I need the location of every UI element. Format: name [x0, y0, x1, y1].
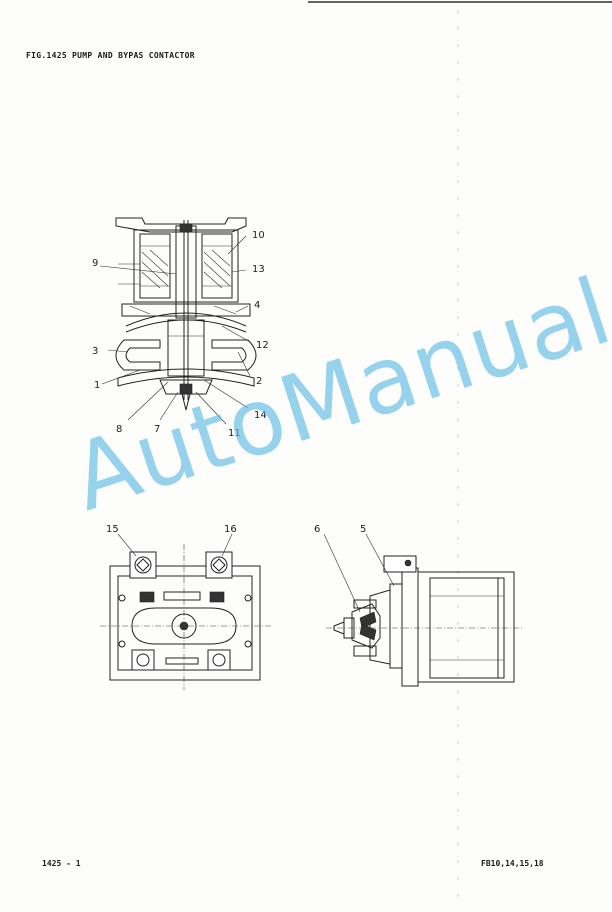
side-flange [401, 567, 419, 687]
side-view: 6 5 [314, 524, 522, 687]
model-list: FB10,14,15,18 [481, 859, 544, 868]
callout-13: 13 [252, 264, 265, 275]
figure-title: FIG.1425 PUMP AND BYPAS CONTACTOR [26, 51, 195, 60]
callout-16: 16 [224, 524, 237, 535]
section-view: 10 9 13 4 3 12 2 1 14 8 7 11 [92, 217, 269, 439]
page-number: 1425 - 1 [42, 859, 81, 868]
side-coil-body [417, 571, 515, 683]
callout-5: 5 [360, 524, 366, 535]
callout-12: 12 [256, 340, 269, 351]
coil-right [201, 233, 233, 299]
side-terminal [383, 555, 417, 573]
callout-3: 3 [92, 346, 98, 357]
moving-contact-block [167, 319, 205, 377]
arc-chute-upper [125, 312, 247, 327]
contact-spring-right [211, 339, 257, 371]
bottom-tip [159, 379, 213, 395]
callout-8: 8 [116, 424, 122, 435]
callout-10: 10 [252, 230, 265, 241]
coil-housing [133, 229, 239, 303]
front-frame [109, 565, 261, 681]
base-plate [121, 303, 251, 317]
callout-4: 4 [254, 300, 260, 311]
callout-2: 2 [256, 376, 262, 387]
callout-11: 11 [228, 428, 241, 439]
front-view: 15 16 [100, 524, 272, 690]
lower-contact [117, 368, 255, 387]
callout-6: 6 [314, 524, 320, 535]
coil-left [139, 233, 171, 299]
callout-15: 15 [106, 524, 119, 535]
terminal-15 [129, 551, 157, 579]
callout-9: 9 [92, 258, 98, 269]
side-contact [351, 603, 381, 649]
callout-7: 7 [154, 424, 160, 435]
terminal-16 [205, 551, 233, 579]
callout-1: 1 [94, 380, 100, 391]
callout-14: 14 [254, 410, 267, 421]
contact-spring-left [115, 339, 161, 371]
